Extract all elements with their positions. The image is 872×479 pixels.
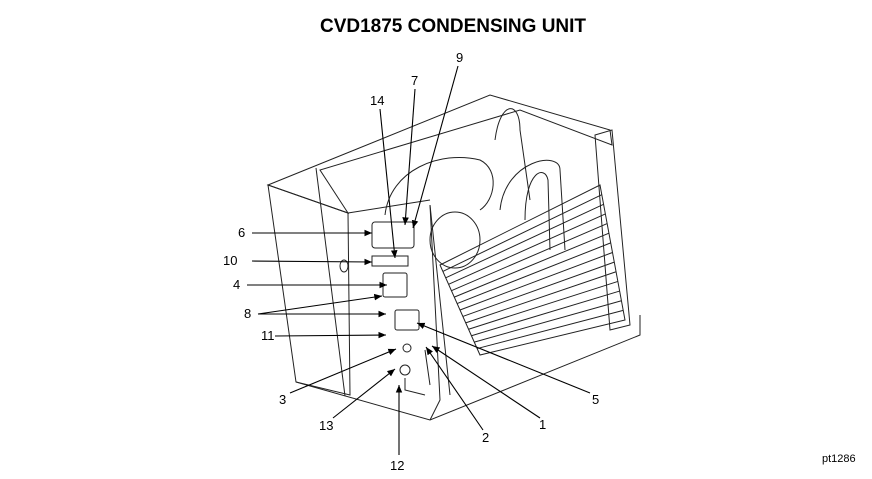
callout-13: 13 bbox=[319, 418, 333, 433]
condenser-fin bbox=[465, 271, 617, 324]
condenser-fin bbox=[445, 203, 604, 279]
condenser-fin bbox=[454, 232, 610, 298]
leader-lines bbox=[247, 65, 591, 455]
condenser-fin bbox=[462, 261, 615, 317]
callout-6: 6 bbox=[238, 225, 245, 240]
callout-9: 9 bbox=[456, 50, 463, 65]
callout-4: 4 bbox=[233, 277, 240, 292]
callout-3: 3 bbox=[279, 392, 286, 407]
condenser-fin bbox=[474, 300, 622, 343]
callout-5: 5 bbox=[592, 392, 599, 407]
diagram-title: CVD1875 CONDENSING UNIT bbox=[319, 16, 587, 37]
callout-14: 14 bbox=[370, 93, 384, 108]
condenser-fin bbox=[468, 280, 619, 330]
condenser-coil bbox=[439, 184, 626, 356]
callout-8: 8 bbox=[244, 306, 251, 321]
condenser-fin bbox=[442, 194, 603, 272]
reference-number: pt1286 bbox=[822, 453, 856, 465]
condenser-fin bbox=[451, 223, 608, 292]
callout-12: 12 bbox=[390, 458, 404, 473]
callout-2: 2 bbox=[482, 430, 489, 445]
condenser-fin bbox=[477, 309, 624, 350]
condenser-fin bbox=[448, 213, 606, 285]
callout-11: 11 bbox=[261, 328, 275, 343]
callout-1: 1 bbox=[539, 417, 546, 432]
callout-labels: 9 7 14 6 10 4 8 11 3 13 12 2 1 5 pt1286 bbox=[223, 50, 856, 473]
condenser-fin bbox=[459, 252, 613, 311]
condenser-fin bbox=[471, 290, 620, 337]
condenser-fin bbox=[456, 242, 611, 305]
callout-10: 10 bbox=[223, 253, 237, 268]
callout-7: 7 bbox=[411, 73, 418, 88]
electrical-components bbox=[339, 221, 431, 396]
unit-housing bbox=[266, 94, 641, 421]
